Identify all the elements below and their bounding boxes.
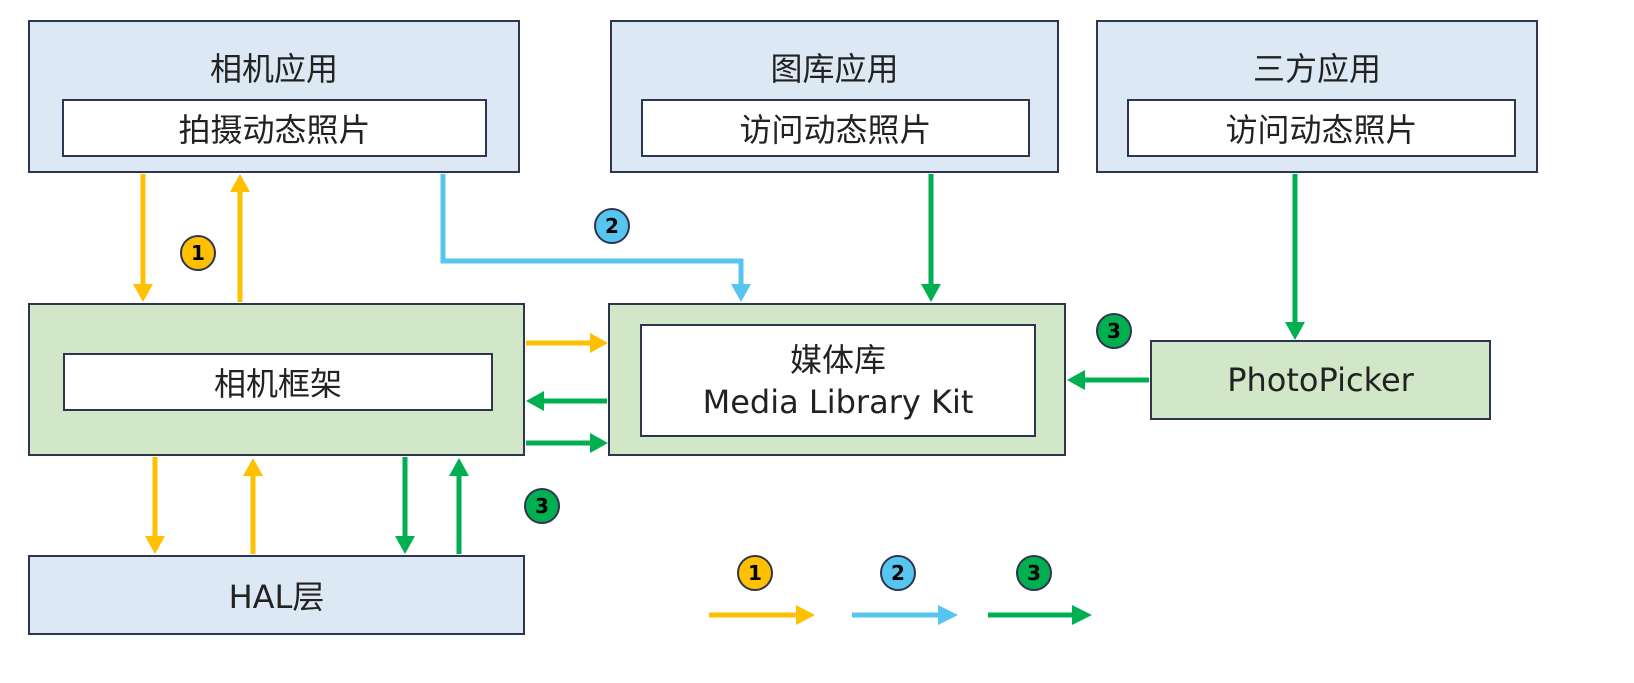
hal-box: HAL层 <box>28 555 525 635</box>
legend-badge-3: 3 <box>1027 561 1041 585</box>
legend-badge-1: 1 <box>748 561 762 585</box>
media-library-box: 媒体库 Media Library Kit <box>608 303 1066 456</box>
arrowhead <box>449 458 469 476</box>
badge-flow3-right: 3 <box>1096 313 1132 349</box>
arrowhead <box>230 174 250 192</box>
gallery-app-title: 图库应用 <box>770 50 899 88</box>
camera-app-title: 相机应用 <box>209 50 338 88</box>
camera-framework-label: 相机框架 <box>63 353 493 411</box>
media-library-cn: 媒体库 <box>789 340 886 379</box>
badge-flow3-bottom: 3 <box>524 488 560 524</box>
arrowhead <box>133 284 153 302</box>
arrowhead <box>921 284 941 302</box>
badge-flow2: 2 <box>594 208 630 244</box>
badge-flow1: 1 <box>180 235 216 271</box>
third-party-access-moving-photo: 访问动态照片 <box>1127 99 1516 157</box>
photo-picker-box: PhotoPicker <box>1150 340 1491 420</box>
arrowhead <box>395 536 415 554</box>
arrowhead <box>243 458 263 476</box>
legend-arrow-2 <box>938 605 958 625</box>
camera-app-box: 相机应用 拍摄动态照片 <box>28 20 520 173</box>
photo-picker-label: PhotoPicker <box>1227 361 1414 399</box>
flow2-arrows <box>440 174 751 302</box>
third-party-app-title: 三方应用 <box>1252 50 1381 88</box>
arrowhead <box>1285 322 1305 340</box>
gallery-access-moving-photo: 访问动态照片 <box>641 99 1030 157</box>
arrowhead <box>526 391 544 411</box>
badge-flow2-text: 2 <box>605 214 619 238</box>
arrowhead <box>145 536 165 554</box>
legend: 1 2 3 <box>709 555 1092 625</box>
legend-item-2: 2 <box>852 555 958 625</box>
media-library-en: Media Library Kit <box>702 382 974 421</box>
arrow-camera-app-to-media-library <box>440 174 744 286</box>
gallery-app-box: 图库应用 访问动态照片 <box>610 20 1059 173</box>
arrowhead <box>731 284 751 302</box>
flow1-arrows <box>133 174 608 554</box>
badge-flow3-bottom-text: 3 <box>535 494 549 518</box>
capture-moving-photo: 拍摄动态照片 <box>62 99 487 157</box>
hal-label: HAL层 <box>228 578 325 616</box>
third-party-app-box: 三方应用 访问动态照片 <box>1096 20 1538 173</box>
flow3-arrows <box>395 174 1305 554</box>
legend-arrow-3 <box>1072 605 1092 625</box>
arrowhead <box>590 333 608 353</box>
camera-framework-box: 相机框架 <box>28 303 525 456</box>
badge-flow1-text: 1 <box>191 241 205 265</box>
media-library-label: 媒体库 Media Library Kit <box>640 324 1036 437</box>
legend-item-3: 3 <box>988 555 1092 625</box>
arrowhead <box>590 433 608 453</box>
legend-badge-2: 2 <box>891 561 905 585</box>
arrowhead <box>1067 370 1085 390</box>
legend-item-1: 1 <box>709 555 815 625</box>
legend-arrow-1 <box>796 605 815 625</box>
badge-flow3-right-text: 3 <box>1107 319 1121 343</box>
